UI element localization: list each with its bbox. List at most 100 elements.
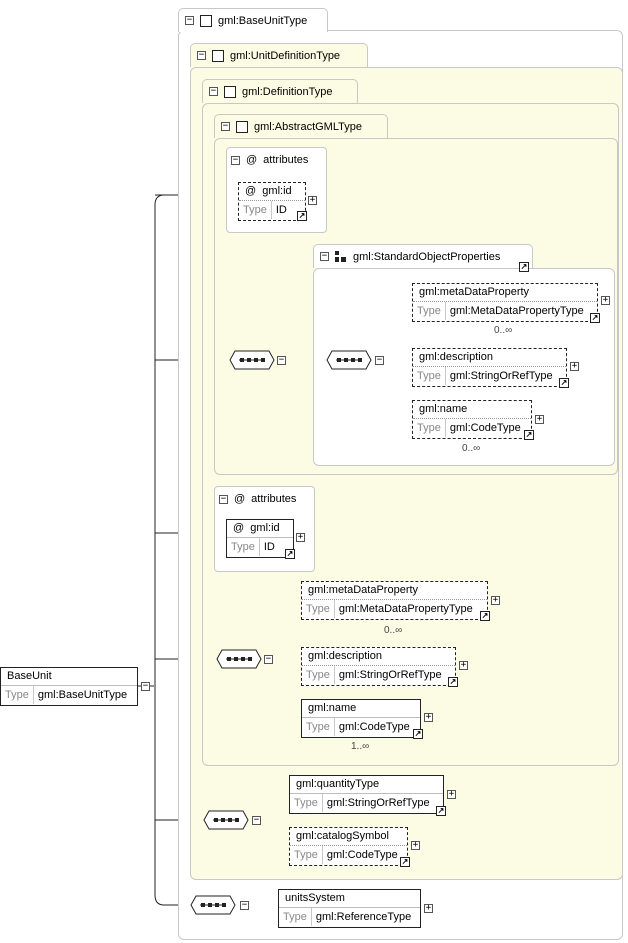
expand-icon[interactable]: + xyxy=(491,595,500,605)
sequence-compositor-icon[interactable] xyxy=(190,895,236,915)
link-arrow-icon[interactable]: ↗ xyxy=(559,378,569,388)
complex-type-icon xyxy=(224,85,236,98)
sequence-compositor-icon[interactable] xyxy=(326,350,372,370)
expand-icon[interactable]: + xyxy=(447,789,456,799)
link-arrow-icon[interactable]: ↗ xyxy=(400,857,410,867)
type-value: gml:CodeType xyxy=(338,721,410,733)
sequence-compositor-icon[interactable] xyxy=(216,649,262,669)
abstract-gml-type-label: gml:AbstractGMLType xyxy=(254,120,362,133)
element-name: gml:name xyxy=(413,401,531,419)
type-value: gml:StringOrRefType xyxy=(338,669,442,681)
link-arrow-icon[interactable]: ↗ xyxy=(448,677,458,687)
link-arrow-icon[interactable]: ↗ xyxy=(524,430,534,440)
link-arrow-icon[interactable]: ↗ xyxy=(413,729,423,739)
collapse-icon[interactable]: − xyxy=(231,154,240,165)
type-value: gml:CodeType xyxy=(449,422,521,434)
expand-icon[interactable]: + xyxy=(601,295,610,305)
link-arrow-icon[interactable]: ↗ xyxy=(436,806,446,816)
sequence-compositor-icon[interactable] xyxy=(203,810,249,830)
type-key: Type xyxy=(239,201,272,219)
type-key: Type xyxy=(413,419,446,437)
element-name: gml:quantityType xyxy=(290,776,443,794)
type-key: Type xyxy=(302,666,335,684)
abstract-gml-type-tab[interactable]: − gml:AbstractGMLType xyxy=(214,114,388,138)
type-key: Type xyxy=(302,600,335,618)
standard-object-properties-label: gml:StandardObjectProperties xyxy=(353,250,501,263)
unit-definition-type-label: gml:UnitDefinitionType xyxy=(230,49,341,62)
attribute-symbol: @ xyxy=(246,154,258,166)
type-value: gml:MetaDataPropertyType xyxy=(449,305,584,317)
type-value: gml:StringOrRefType xyxy=(326,797,430,809)
definition-type-tab[interactable]: − gml:DefinitionType xyxy=(202,79,358,103)
collapse-icon[interactable]: − xyxy=(197,50,206,60)
collapse-icon[interactable]: − xyxy=(240,900,249,910)
type-key: Type xyxy=(279,908,312,926)
attribute-symbol: @ xyxy=(245,185,257,197)
gml-id-name: gml:id xyxy=(250,522,280,534)
type-key: Type xyxy=(302,718,335,736)
base-unit-type-label: gml:BaseUnitType xyxy=(218,14,308,27)
collapse-icon[interactable]: − xyxy=(320,251,329,261)
collapse-icon[interactable]: − xyxy=(209,86,218,96)
group-icon xyxy=(335,250,347,263)
expand-icon[interactable]: + xyxy=(535,414,544,424)
link-arrow-icon[interactable]: ↗ xyxy=(297,211,307,221)
expand-icon[interactable]: + xyxy=(424,903,433,913)
element-name: gml:name xyxy=(302,700,420,718)
collapse-icon[interactable]: − xyxy=(185,15,194,25)
occurrence-label: 0..∞ xyxy=(462,443,481,454)
element-name: unitsSystem xyxy=(279,890,420,908)
element-name: gml:metaDataProperty xyxy=(302,582,487,600)
standard-object-properties-tab[interactable]: − gml:StandardObjectProperties xyxy=(313,244,533,268)
link-arrow-icon[interactable]: ↗ xyxy=(480,611,490,621)
type-key: Type xyxy=(413,302,446,320)
attributes-label: attributes xyxy=(263,154,309,166)
unit-definition-type-tab[interactable]: − gml:UnitDefinitionType xyxy=(190,43,368,67)
collapse-icon[interactable]: − xyxy=(219,493,228,504)
expand-icon[interactable]: + xyxy=(570,361,579,371)
type-value: gml:MetaDataPropertyType xyxy=(338,603,473,615)
type-value: gml:ReferenceType xyxy=(315,911,412,923)
element-name: BaseUnit xyxy=(1,668,137,686)
expand-icon[interactable]: + xyxy=(308,195,317,205)
attribute-symbol: @ xyxy=(233,522,245,534)
expand-icon[interactable]: + xyxy=(424,712,433,722)
collapse-icon[interactable]: − xyxy=(277,355,286,365)
link-arrow-icon[interactable]: ↗ xyxy=(519,262,529,272)
collapse-icon[interactable]: − xyxy=(375,355,384,365)
gml-id-name: gml:id xyxy=(262,185,292,197)
link-arrow-icon[interactable]: ↗ xyxy=(590,313,600,323)
attribute-symbol: @ xyxy=(234,493,246,505)
collapse-icon[interactable]: − xyxy=(141,681,150,691)
collapse-icon[interactable]: − xyxy=(252,815,261,825)
type-value: ID xyxy=(263,541,275,553)
base-unit-type-tab[interactable]: − gml:BaseUnitType xyxy=(178,8,328,32)
expand-icon[interactable]: + xyxy=(459,660,468,670)
expand-icon[interactable]: + xyxy=(296,532,305,542)
sequence-compositor-icon[interactable] xyxy=(229,350,275,370)
type-value: gml:CodeType xyxy=(326,849,398,861)
collapse-icon[interactable]: − xyxy=(221,121,230,131)
expand-icon[interactable]: + xyxy=(411,840,420,850)
type-value: ID xyxy=(275,204,287,216)
attributes-label: attributes xyxy=(251,493,297,505)
type-value: gml:StringOrRefType xyxy=(449,370,553,382)
collapse-icon[interactable]: − xyxy=(264,654,273,664)
definition-type-label: gml:DefinitionType xyxy=(242,85,333,98)
element-name: gml:description xyxy=(302,648,455,666)
link-arrow-icon[interactable]: ↗ xyxy=(285,549,295,559)
type-key: Type xyxy=(290,846,323,864)
type-key: Type xyxy=(290,794,323,812)
